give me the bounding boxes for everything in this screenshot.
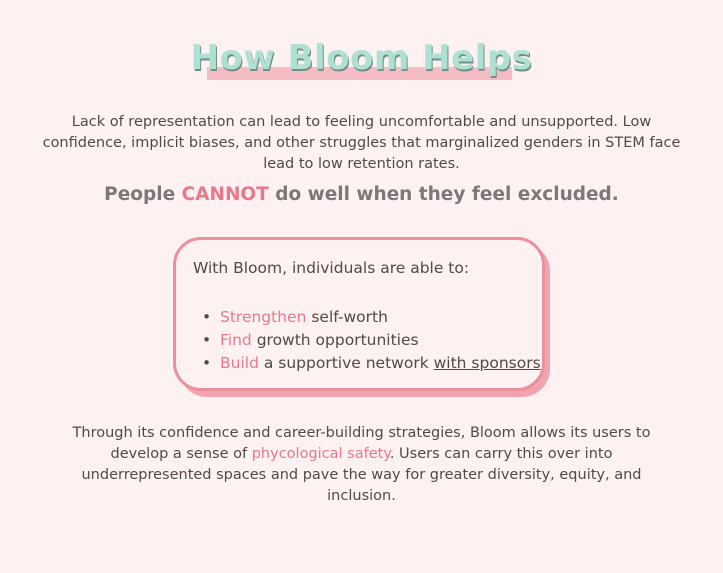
list-item-rest: self-worth	[306, 308, 388, 326]
page-title: How Bloom Helps	[190, 38, 533, 78]
list-item: • Build a supportive network with sponsor…	[202, 352, 541, 375]
headline-before: People	[104, 184, 182, 205]
list-item: • Find growth opportunities	[202, 329, 541, 352]
sponsors-link[interactable]: with sponsors	[433, 354, 541, 372]
list-item: • Strengthen self-worth	[202, 306, 541, 329]
headline: People CANNOT do well when they feel exc…	[0, 184, 723, 205]
headline-after: do well when they feel excluded.	[268, 184, 619, 205]
intro-paragraph: Lack of representation can lead to feeli…	[42, 114, 681, 172]
benefits-list: • Strengthen self-worth • Find growth oppo…	[202, 306, 541, 375]
list-item-keyword: Find	[220, 331, 252, 349]
bullet-icon: •	[202, 308, 212, 326]
card-lead-text: With Bloom, individuals are able to:	[193, 259, 470, 277]
benefits-card: With Bloom, individuals are able to: • St…	[173, 237, 545, 391]
list-item-keyword: Strengthen	[220, 308, 307, 326]
outro-accent: phycological safety	[251, 446, 390, 462]
list-item-rest: a supportive network	[258, 354, 434, 372]
headline-accent: CANNOT	[181, 184, 269, 205]
list-item-keyword: Build	[220, 354, 259, 372]
bullet-icon: •	[202, 331, 212, 349]
outro-part2: . Users can carry this over into underre…	[81, 446, 642, 504]
list-item-rest: growth opportunities	[251, 331, 419, 349]
bullet-icon: •	[202, 354, 212, 372]
outro-paragraph: Through its confidence and career-buildi…	[50, 423, 673, 507]
title-highlight-bar	[207, 67, 512, 80]
outro-part1: Through its confidence and career-buildi…	[72, 425, 651, 462]
title-container: How Bloom Helps	[0, 38, 723, 78]
